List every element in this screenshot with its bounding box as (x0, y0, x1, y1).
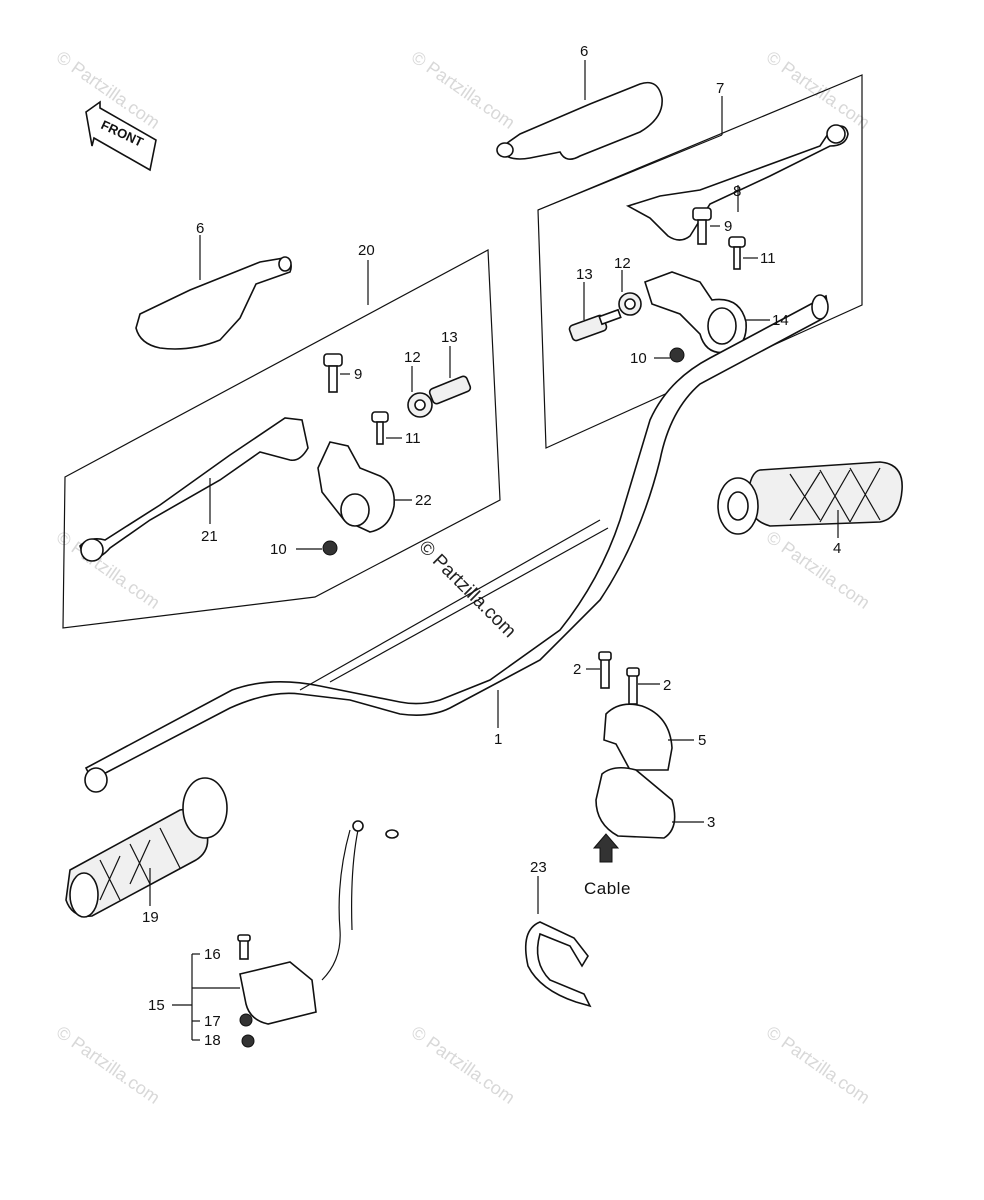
callout-2: 2 (573, 661, 581, 678)
callout-15: 15 (148, 997, 165, 1014)
callout-4: 4 (833, 540, 841, 557)
leader-lines (149, 60, 839, 1041)
callout-13: 13 (576, 266, 593, 283)
callout-20: 20 (358, 242, 375, 259)
callout-13: 13 (441, 329, 458, 346)
callout-8: 8 (733, 183, 741, 200)
callout-11: 11 (405, 430, 421, 447)
callout-1: 1 (494, 731, 502, 748)
callout-19: 19 (142, 909, 159, 926)
left-lever-panel (62, 249, 501, 629)
callout-18: 18 (204, 1032, 221, 1049)
throttle-grip (717, 461, 903, 535)
callout-10: 10 (270, 541, 287, 558)
lever-cover-upper (496, 81, 663, 160)
callout-14: 14 (772, 312, 789, 329)
right-lever-panel (537, 74, 863, 449)
watermark-text: © Partzilla.com (408, 1022, 519, 1108)
callout-3: 3 (707, 814, 715, 831)
callout-21: 21 (201, 528, 218, 545)
watermark-text: © Partzilla.com (53, 1022, 164, 1108)
watermark-text: © Partzilla.com (763, 527, 874, 613)
callout-2: 2 (663, 677, 671, 694)
cable-clamp (524, 921, 592, 1008)
left-grip (65, 777, 228, 918)
callout-16: 16 (204, 946, 221, 963)
callout-11: 11 (760, 250, 776, 267)
lever-cover-lower (135, 256, 292, 350)
callout-9: 9 (354, 366, 362, 383)
callout-12: 12 (614, 255, 631, 272)
callout-17: 17 (204, 1013, 221, 1030)
front-arrow-icon: FRONT (85, 100, 157, 172)
watermark-text: © Partzilla.com (763, 1022, 874, 1108)
callout-9: 9 (724, 218, 732, 235)
throttle-housing (592, 651, 676, 863)
engine-stop-switch (237, 820, 399, 1048)
watermarks: © Partzilla.com © Partzilla.com © Partzi… (53, 47, 874, 1108)
callout-23: 23 (530, 859, 547, 876)
callout-6: 6 (196, 220, 204, 237)
callout-22: 22 (415, 492, 432, 509)
callout-12: 12 (404, 349, 421, 366)
callout-labels: 6 7 8 9 11 13 12 14 10 6 20 9 12 13 11 2… (142, 43, 841, 1049)
watermark-text: © Partzilla.com (763, 47, 874, 133)
handlebar (84, 294, 829, 793)
callout-7: 7 (716, 80, 724, 97)
watermark-text: © Partzilla.com (408, 47, 519, 133)
callout-5: 5 (698, 732, 706, 749)
callout-6: 6 (580, 43, 588, 60)
cable-label: Cable (584, 879, 631, 898)
callout-10: 10 (630, 350, 647, 367)
